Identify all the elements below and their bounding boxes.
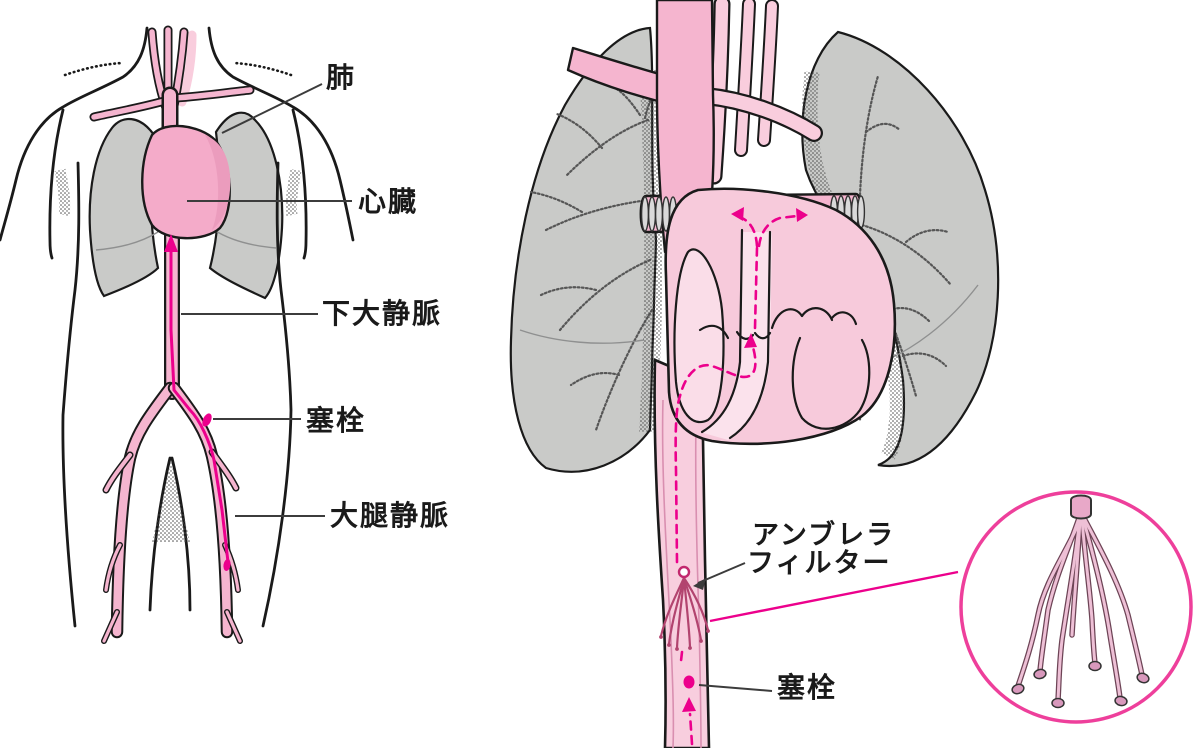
armpit-stipple — [54, 168, 71, 217]
filter-leader-line — [697, 562, 746, 584]
detail-flow-path — [674, 207, 808, 746]
flow-arrowhead-up — [164, 234, 178, 252]
right-panel-labels: アンブレラ フィルター 塞栓 — [693, 519, 959, 704]
chest-detail-figure: アンブレラ フィルター 塞栓 — [509, 0, 1000, 748]
left-panel-labels: 肺 心臓 下大静脈 塞栓 大腿静脈 — [181, 61, 450, 532]
rv-outflow-tract — [700, 232, 772, 440]
label-embolus-right: 塞栓 — [777, 671, 837, 704]
detail-heart — [664, 187, 897, 446]
filter-inset — [959, 490, 1193, 724]
detail-right-lung-shape — [801, 30, 1000, 468]
body-overview-figure: 肺 心臓 下大静脈 塞栓 大腿静脈 — [0, 25, 450, 644]
pubic-stipple — [152, 462, 190, 542]
embolus-clot — [683, 675, 695, 689]
embolus-dot — [223, 559, 231, 571]
filter-leader-arrowhead — [693, 578, 706, 590]
label-embolus-left: 塞栓 — [306, 404, 366, 437]
umbrella-filter — [659, 565, 710, 651]
filter-apex-hook — [677, 565, 691, 579]
right-atrium — [673, 248, 725, 423]
inset-callout-line — [709, 570, 959, 623]
label-lung: 肺 — [326, 61, 356, 94]
heart-shape — [141, 124, 231, 240]
label-inferior-vena-cava: 下大静脈 — [322, 297, 442, 330]
label-femoral-vein: 大腿静脈 — [330, 499, 450, 532]
torso-outline — [0, 26, 355, 628]
embolus-flow-path — [164, 234, 231, 571]
label-umbrella-filter-line1: アンブレラ — [752, 519, 895, 551]
lung-leader-line — [221, 83, 323, 134]
left-ventricle-wall — [791, 336, 871, 430]
label-umbrella-filter-line2: フィルター — [747, 548, 891, 579]
embolus-dot — [202, 413, 212, 427]
armpit-stipple — [285, 168, 302, 217]
inset-umbrella-filter — [1011, 494, 1150, 709]
embolus-leader-line-right — [698, 684, 773, 692]
background-vessels — [697, 0, 823, 185]
filter-cap — [1070, 494, 1092, 520]
label-heart: 心臓 — [358, 185, 418, 218]
